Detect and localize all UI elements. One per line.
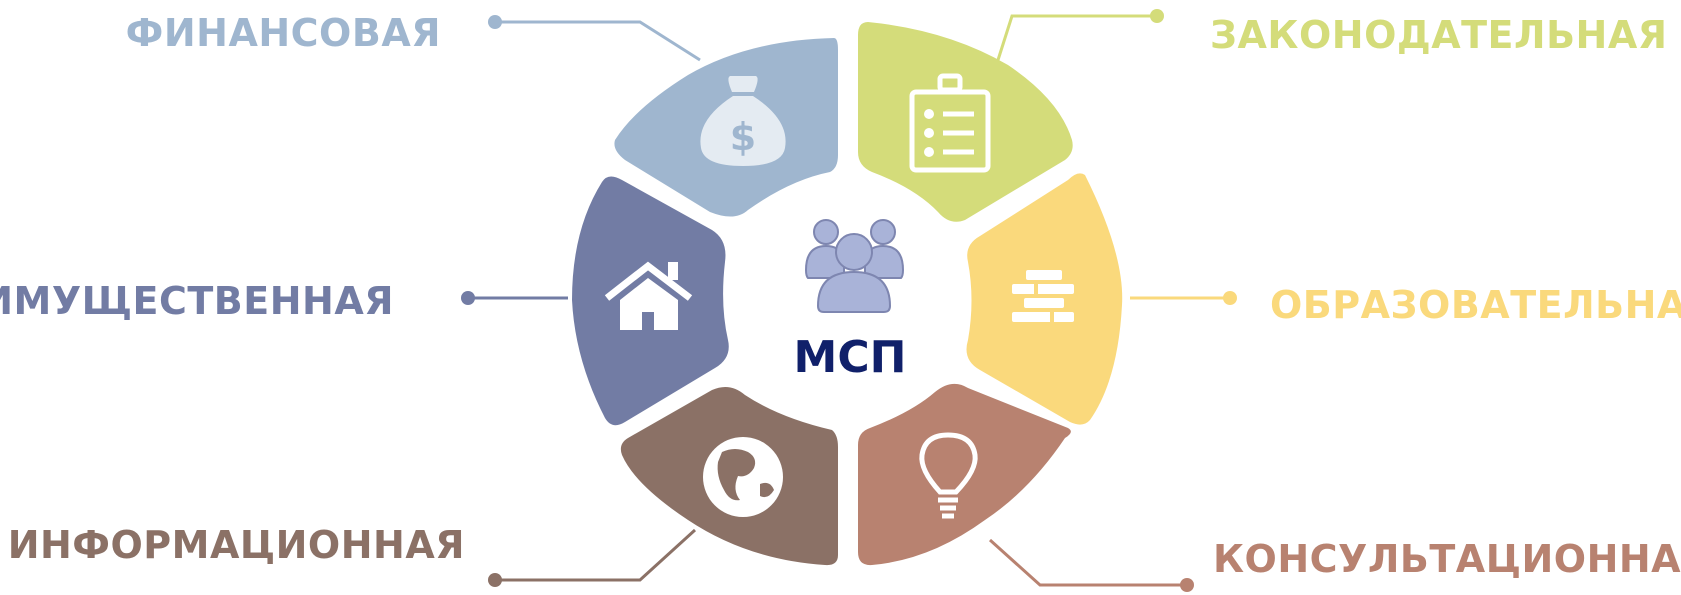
segment-legislative xyxy=(858,22,1073,222)
label-finance: ФИНАНСОВАЯ xyxy=(126,11,441,55)
people-group-icon xyxy=(804,219,905,313)
globe-icon xyxy=(703,437,783,517)
svg-text:$: $ xyxy=(730,115,756,159)
money-bag-icon: $ xyxy=(700,76,786,166)
house-icon xyxy=(604,261,693,330)
label-information: ИНФОРМАЦИОННАЯ xyxy=(8,523,465,567)
connector-finance xyxy=(488,15,701,62)
books-stack-icon xyxy=(1012,270,1074,322)
center-label: МСП xyxy=(794,332,907,383)
label-legislative: ЗАКОНОДАТЕЛЬНАЯ xyxy=(1210,13,1668,57)
label-property: ИМУЩЕСТВЕННАЯ xyxy=(0,279,394,323)
label-consulting: КОНСУЛЬТАЦИОННАЯ xyxy=(1213,537,1681,581)
connector-education xyxy=(1130,291,1237,305)
connector-consulting xyxy=(988,538,1194,592)
connector-legislative xyxy=(996,9,1164,61)
label-education: ОБРАЗОВАТЕЛЬНАЯ xyxy=(1270,283,1681,327)
clipboard-checklist-icon xyxy=(909,73,991,173)
connector-information xyxy=(488,528,697,587)
lightbulb-icon xyxy=(919,432,978,519)
segment-consulting xyxy=(858,383,1071,566)
connector-property xyxy=(461,291,568,305)
